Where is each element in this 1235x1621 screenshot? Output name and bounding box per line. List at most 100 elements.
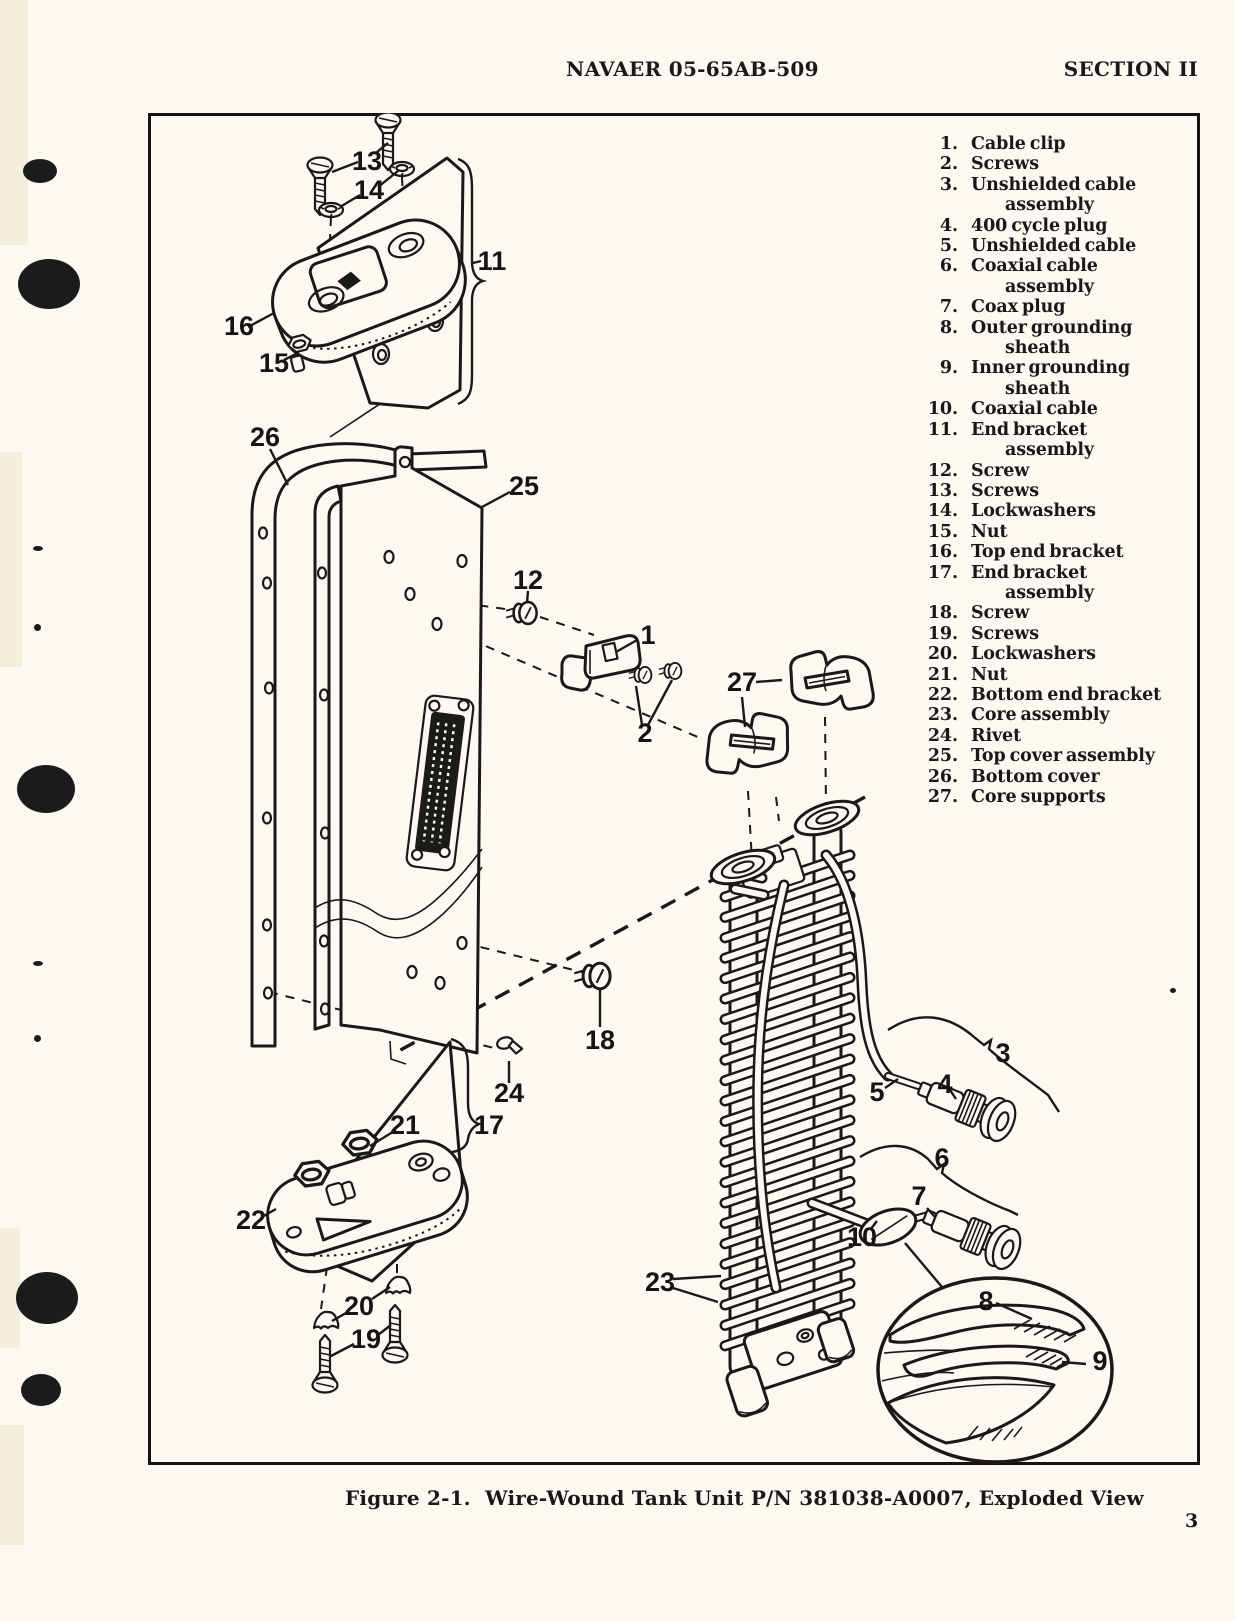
paper-edge-tint xyxy=(0,452,22,667)
cables-plugs-drawing xyxy=(858,1016,1061,1294)
coax-plug-7 xyxy=(916,1195,1027,1275)
parts-list-item-label: Unshielded cable assembly xyxy=(971,174,1137,216)
paper-edge-tint xyxy=(0,1228,20,1348)
cable-highlight-ellipse xyxy=(858,1207,918,1247)
parts-list-item-number: 2. xyxy=(939,154,958,175)
binder-mark xyxy=(16,1272,78,1324)
binder-mark xyxy=(34,624,41,631)
parts-list-item-label: Core assembly xyxy=(971,705,1110,726)
callout-11: 11 xyxy=(478,246,507,276)
parts-list-item-label: Coax plug xyxy=(971,297,1066,318)
end-bracket-assembly-bottom-drawing xyxy=(266,961,612,1394)
callout-21: 21 xyxy=(390,1110,420,1140)
parts-list-item-number: 8. xyxy=(939,317,958,338)
parts-list-item-label: Screw xyxy=(971,603,1030,624)
callout-22: 22 xyxy=(236,1205,266,1235)
top-cover-assembly xyxy=(339,445,484,1055)
data-plate xyxy=(405,694,475,872)
callout-18: 18 xyxy=(585,1025,615,1055)
parts-list-item-number: 1. xyxy=(939,134,958,154)
parts-list-item-label: Bottom end bracket xyxy=(971,684,1162,705)
callout-17: 17 xyxy=(474,1110,504,1140)
brace-3 xyxy=(887,1016,1061,1113)
parts-list-item-number: 4. xyxy=(939,215,958,236)
callout-5: 5 xyxy=(869,1077,884,1107)
parts-list-item-number: 15. xyxy=(927,521,958,542)
parts-list-item-label: 400 cycle plug xyxy=(971,215,1108,236)
callout-6: 6 xyxy=(934,1143,949,1173)
page-number: 3 xyxy=(1185,1510,1199,1532)
parts-list-item-label: Coaxial cable xyxy=(971,399,1098,420)
callout-numbers: 1 2 3 4 5 6 7 8 9 10 11 12 13 14 15 16 1… xyxy=(224,146,1108,1376)
binder-mark xyxy=(23,159,57,183)
parts-list: 1. Cable clip 2. Screws 3. Unshielded cable a… xyxy=(900,134,1191,807)
screw-19b xyxy=(381,1303,409,1364)
parts-list-item-label: Lockwashers xyxy=(971,501,1096,522)
parts-list-item-number: 19. xyxy=(927,623,958,644)
screw-12 xyxy=(504,600,538,626)
binder-mark xyxy=(17,765,75,813)
parts-list-item-number: 20. xyxy=(927,644,958,665)
brace-6 xyxy=(859,1144,1019,1217)
parts-list-item-label: Screws xyxy=(971,154,1039,175)
parts-list-item-label: Nut xyxy=(971,664,1008,685)
callout-4: 4 xyxy=(937,1069,952,1099)
figure-caption: Figure 2-1. Wire-Wound Tank Unit P/N 381… xyxy=(345,1486,1144,1510)
parts-list-item-number: 25. xyxy=(927,746,958,767)
callout-25: 25 xyxy=(509,471,539,501)
exploded-view-diagram: 1 2 3 4 5 6 7 8 9 10 11 12 13 14 15 16 1… xyxy=(224,113,1114,1464)
cover-holes xyxy=(257,526,468,1016)
end-bracket-assembly-top-drawing xyxy=(271,113,488,410)
core-windings xyxy=(719,849,856,1352)
parts-list-item-number: 18. xyxy=(927,603,958,624)
callout-3: 3 xyxy=(995,1038,1010,1068)
parts-list-item-number: 17. xyxy=(927,562,958,583)
parts-list-item-label: Screws xyxy=(971,480,1039,501)
parts-list-item-number: 26. xyxy=(927,766,958,787)
400-cycle-plug-4 xyxy=(911,1067,1022,1147)
callout-14: 14 xyxy=(354,175,384,205)
binder-mark xyxy=(1170,988,1176,993)
callout-19: 19 xyxy=(351,1324,381,1354)
binder-mark xyxy=(18,259,80,309)
bottom-cover xyxy=(250,442,488,1048)
binder-mark xyxy=(21,1374,61,1406)
parts-list-item-number: 10. xyxy=(927,399,958,420)
parts-list-item-number: 13. xyxy=(927,480,958,501)
parts-list-item-number: 9. xyxy=(939,358,958,379)
callout-16: 16 xyxy=(224,311,254,341)
header-doc-number: NAVAER 05-65AB-509 xyxy=(566,57,819,81)
parts-list-item-number: 22. xyxy=(927,684,958,705)
parts-list-item-label: Coaxial cable assembly xyxy=(971,256,1098,297)
parts-list-item-label: Rivet xyxy=(971,725,1022,746)
parts-list-item-number: 5. xyxy=(939,236,958,257)
lockwasher-14a xyxy=(317,201,345,219)
callout-9: 9 xyxy=(1092,1346,1107,1376)
parts-list-item-number: 14. xyxy=(927,501,958,522)
parts-list-item-number: 6. xyxy=(939,256,958,277)
callout-10: 10 xyxy=(847,1222,877,1252)
screw-19a xyxy=(311,1333,339,1394)
callout-15: 15 xyxy=(259,348,289,378)
parts-list-item-number: 12. xyxy=(927,460,958,481)
callout-8: 8 xyxy=(978,1286,993,1316)
binder-mark xyxy=(33,546,43,551)
rivet-24 xyxy=(496,1036,524,1055)
binder-mark xyxy=(33,961,43,966)
callout-7: 7 xyxy=(911,1181,926,1211)
parts-list-item-label: Bottom cover xyxy=(971,766,1100,787)
parts-list-item-label: Cable clip xyxy=(971,134,1066,154)
parts-list-item-number: 3. xyxy=(939,174,958,195)
brace-11 xyxy=(457,157,488,406)
lockwasher-20b xyxy=(384,1275,412,1295)
callout-24: 24 xyxy=(494,1078,524,1108)
callout-26: 26 xyxy=(250,422,280,452)
covers-drawing xyxy=(250,442,488,1055)
sheath-detail-circle xyxy=(876,1276,1114,1464)
parts-list-item-number: 7. xyxy=(939,297,958,318)
callout-leader-lines xyxy=(247,142,1087,1366)
header-section-label: SECTION II xyxy=(1063,57,1198,81)
figure-box: 1 2 3 4 5 6 7 8 9 10 11 12 13 14 15 16 1… xyxy=(148,113,1200,1465)
parts-list-item-label: End bracket assembly xyxy=(971,419,1094,461)
parts-list-item-label: Screw xyxy=(971,460,1030,481)
